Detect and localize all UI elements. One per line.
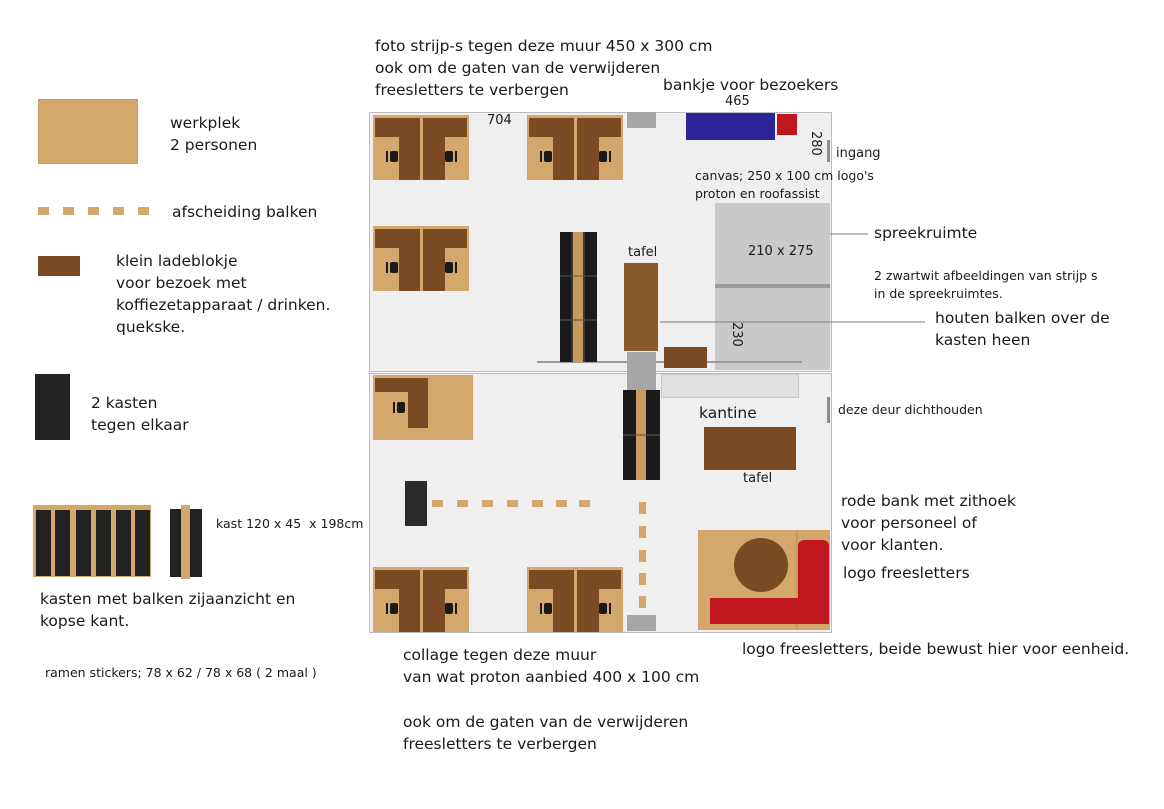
legend-werkplek-label: werkplek 2 personen <box>170 114 258 154</box>
werkplek-5 <box>527 567 623 632</box>
legend-balken-label: afscheiding balken <box>172 203 318 221</box>
werkplek-2 <box>527 115 623 180</box>
note-foto-strip: foto strijp-s tegen deze muur 450 x 300 … <box>375 37 713 99</box>
note-logo-freesletters: logo freesletters <box>843 564 970 582</box>
spreekruimte-1 <box>715 203 830 285</box>
werkplek-single <box>373 375 473 440</box>
note-ingang: ingang <box>836 146 881 161</box>
note-bankje: bankje voor bezoekers <box>663 76 839 94</box>
legend-ramen-stickers: ramen stickers; 78 x 62 / 78 x 68 ( 2 ma… <box>45 665 317 680</box>
legend-ladeblok-label: klein ladeblokje voor bezoek met koffiez… <box>116 252 331 336</box>
kasten-top <box>559 231 598 363</box>
dim-704: 704 <box>487 113 512 128</box>
legend-kasten-balken-label: kasten met balken zijaanzicht en kopse k… <box>40 590 296 630</box>
kantine-door <box>827 397 830 423</box>
zithoek <box>698 530 830 630</box>
note-collage-gaten: ook om de gaten van de verwijderen frees… <box>403 713 689 753</box>
note-collage: collage tegen deze muur van wat proton a… <box>403 646 700 686</box>
note-rode-bank: rode bank met zithoek voor personeel of … <box>841 492 1016 554</box>
werkplek-4 <box>373 567 469 632</box>
kantine-counter <box>661 374 799 398</box>
werkplek-3 <box>373 226 469 291</box>
kantine-label: kantine <box>699 404 757 422</box>
tafel-kantine <box>704 427 796 470</box>
tafel-top-label: tafel <box>628 245 658 260</box>
legend-ladeblok-swatch <box>38 256 80 276</box>
legend-werkplek-swatch <box>38 99 138 164</box>
bankje-bezoekers <box>686 113 775 140</box>
note-canvas: canvas; 250 x 100 cm logo's proton en ro… <box>695 168 874 201</box>
ladeblok-top <box>664 347 707 368</box>
note-logo-eenheid: logo freesletters, beide bewust hier voo… <box>742 640 1130 658</box>
tafel-kantine-label: tafel <box>743 471 773 486</box>
note-deur: deze deur dichthouden <box>838 402 983 417</box>
note-afbeeldingen: 2 zwartwit afbeeldingen van strijp s in … <box>874 268 1098 301</box>
spreekruimte-2 <box>715 288 830 370</box>
kast-single <box>405 481 427 526</box>
werkplek-1 <box>373 115 469 180</box>
afscheiding-balken <box>432 500 646 608</box>
door-block-top <box>627 112 656 128</box>
legend-kast-dimensions: kast 120 x 45 x 198cm <box>216 516 364 531</box>
tafel-top <box>624 263 658 351</box>
dim-210x275: 210 x 275 <box>748 244 814 259</box>
dim-465: 465 <box>725 94 750 109</box>
legend-kasten-label: 2 kasten tegen elkaar <box>91 394 189 434</box>
kasten-bottom <box>623 390 660 480</box>
bankje-red-seat <box>777 114 797 135</box>
spreekruimte-divider <box>715 284 830 288</box>
note-houten-balken: houten balken over de kasten heen <box>935 309 1110 349</box>
ingang-door <box>827 140 830 162</box>
legend-kasten-swatch <box>35 374 70 440</box>
door-block-middle <box>627 352 656 390</box>
door-block-bottom <box>627 615 656 631</box>
note-spreekruimte: spreekruimte <box>874 224 978 242</box>
